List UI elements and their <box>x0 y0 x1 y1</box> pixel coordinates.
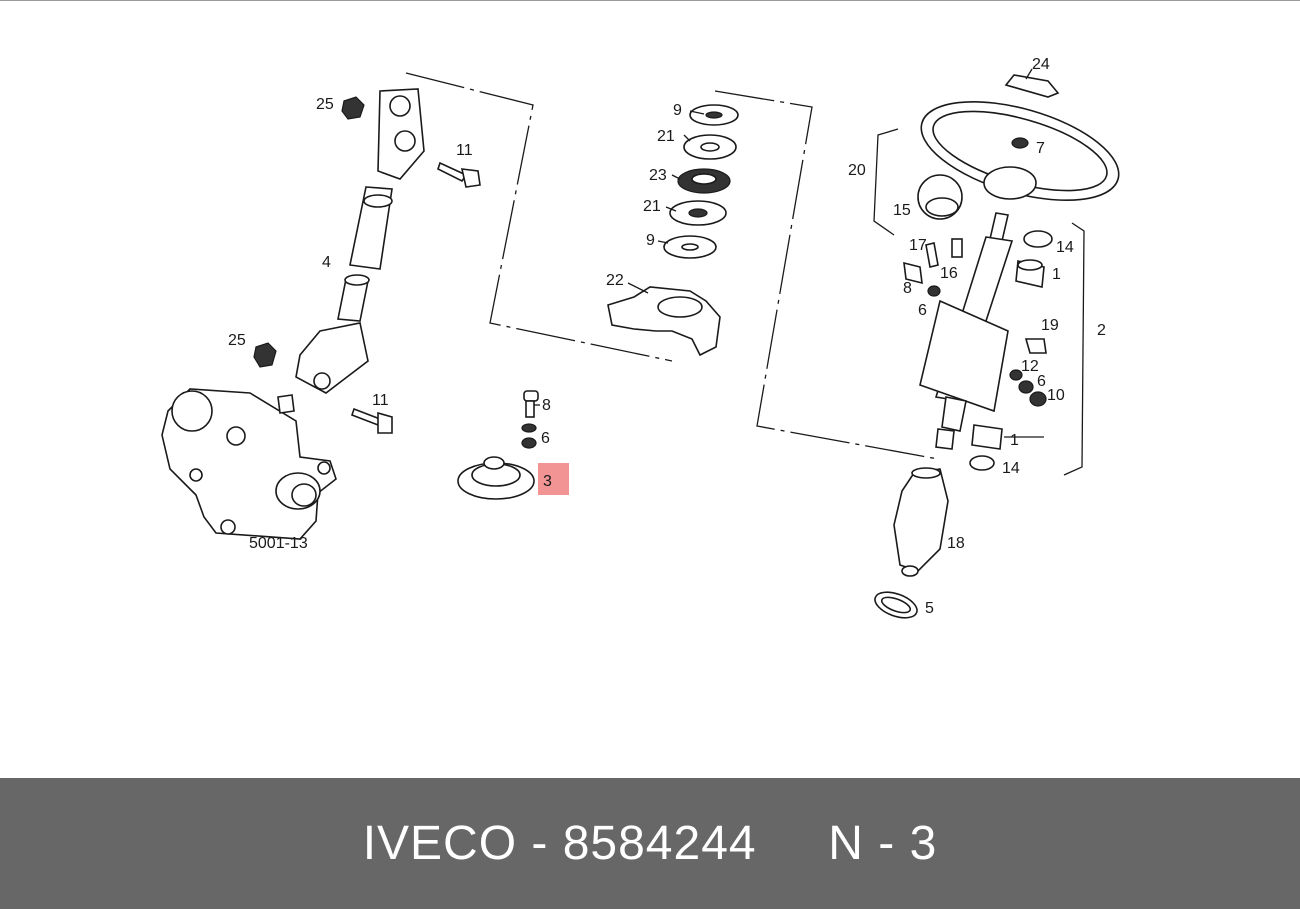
leader-lines <box>534 68 1044 438</box>
bolt-11-top <box>437 161 481 188</box>
bracket-20 <box>873 128 899 236</box>
cap-24 <box>1004 74 1060 98</box>
label-9-lower: 9 <box>646 232 655 249</box>
bolt-8-mid <box>523 390 539 418</box>
clamp-5 <box>874 591 918 619</box>
label-17: 17 <box>909 237 927 254</box>
label-9-top: 9 <box>673 102 682 119</box>
brand-name: IVECO <box>362 817 518 870</box>
label-16: 16 <box>940 265 958 282</box>
label-25-top: 25 <box>316 96 334 113</box>
parts-diagram: 25 11 4 25 11 8 6 3 5001-13 9 21 23 21 9… <box>0 0 1300 619</box>
label-1-top: 1 <box>1052 266 1061 283</box>
brand-separator: - <box>517 817 563 870</box>
bolt-11-lower <box>350 407 393 434</box>
label-assembly-code: 5001-13 <box>249 535 308 552</box>
label-24: 24 <box>1032 56 1050 73</box>
intermediate-shaft <box>295 88 425 394</box>
label-11-top: 11 <box>456 142 473 159</box>
label-6-right: 6 <box>918 302 927 319</box>
nut-25-lower <box>253 342 277 368</box>
label-6-lower-right: 6 <box>1037 373 1046 390</box>
boot-18 <box>893 467 949 577</box>
label-21-lower: 21 <box>643 198 661 215</box>
label-12: 12 <box>1021 358 1039 375</box>
label-22: 22 <box>606 272 624 289</box>
frame-line-right <box>714 90 939 460</box>
label-23: 23 <box>649 167 667 184</box>
label-8-right: 8 <box>903 280 912 297</box>
label-19: 19 <box>1041 317 1059 334</box>
footer-gap <box>757 816 829 871</box>
washer-stack <box>663 104 739 259</box>
bracket-22 <box>607 286 721 357</box>
steering-wheel-20 <box>920 101 1120 201</box>
label-5: 5 <box>925 600 934 617</box>
highlighted-callout-box <box>538 463 569 495</box>
frame-line-left <box>405 72 673 362</box>
label-3-highlighted: 3 <box>543 473 552 490</box>
label-18: 18 <box>947 535 965 552</box>
label-6-mid: 6 <box>541 430 550 447</box>
label-2: 2 <box>1097 322 1106 339</box>
label-4: 4 <box>322 254 331 271</box>
bracket-2 <box>1063 222 1085 476</box>
label-7: 7 <box>1036 140 1045 157</box>
label-10: 10 <box>1047 387 1065 404</box>
small-fasteners-right <box>903 238 1047 407</box>
hub-15 <box>917 174 963 220</box>
bearings-1-14 <box>969 230 1053 471</box>
label-8-mid: 8 <box>542 397 551 414</box>
label-21-top: 21 <box>657 128 675 145</box>
label-1-lower: 1 <box>1010 432 1019 449</box>
label-14-top: 14 <box>1056 239 1074 256</box>
steering-column-2 <box>919 212 1014 450</box>
label-20: 20 <box>848 162 866 179</box>
label-25-lower: 25 <box>228 332 246 349</box>
washer-6-mid <box>521 423 537 449</box>
exploded-view-drawing: 25 11 4 25 11 8 6 3 5001-13 9 21 23 21 9… <box>161 56 1120 619</box>
steering-gear-box <box>161 388 337 540</box>
part-number: 8584244 <box>562 817 757 870</box>
label-14-lower: 14 <box>1002 460 1020 477</box>
nut-25-top <box>341 96 365 120</box>
mount-part-3 <box>457 456 535 500</box>
part-info-footer: IVECO - 8584244 N - 3 <box>0 778 1300 909</box>
callout-reference: N - 3 <box>828 817 938 870</box>
label-11-lower: 11 <box>372 392 389 409</box>
label-15: 15 <box>893 202 911 219</box>
